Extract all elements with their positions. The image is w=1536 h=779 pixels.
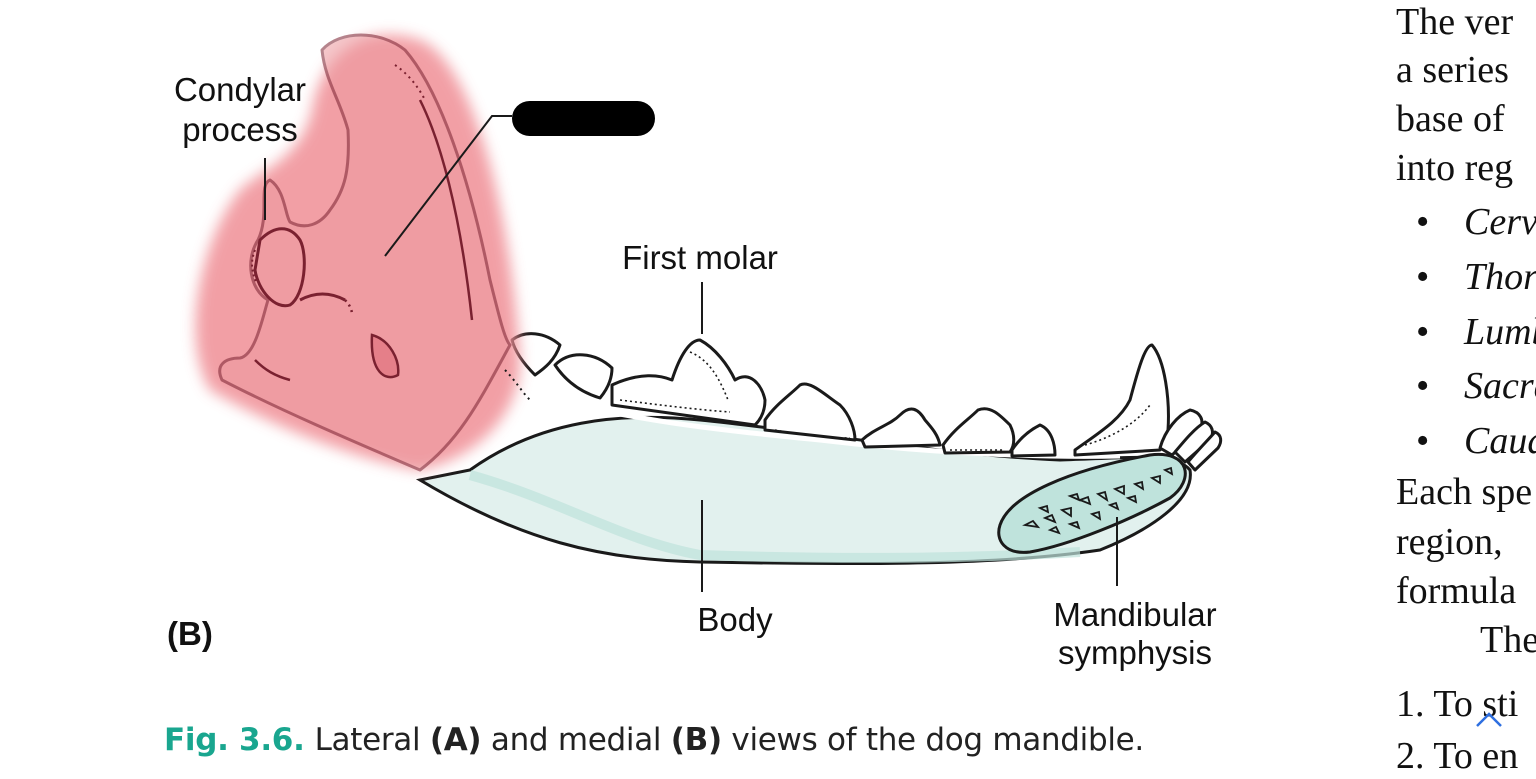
- numbered-item: 1. To sti: [1396, 682, 1518, 726]
- side-text-column: The ver a series base of into reg • Cervi…: [1380, 0, 1536, 779]
- bullet-dot: •: [1416, 365, 1430, 407]
- bullet-dot: •: [1416, 311, 1430, 353]
- bullet-text: Lumb: [1464, 311, 1536, 353]
- ramus: [195, 33, 531, 472]
- item-number: 2.: [1396, 735, 1425, 777]
- redacted-label: [512, 101, 655, 136]
- label-condylar-line2: process: [182, 111, 298, 148]
- side-line: region,: [1396, 521, 1503, 563]
- item-text: To sti: [1433, 683, 1519, 725]
- side-line: base of: [1396, 98, 1505, 140]
- leader-redacted: [384, 115, 512, 257]
- item-number: 1.: [1396, 683, 1425, 725]
- caption-bold-a: (A): [429, 722, 482, 758]
- panel-label: (B): [167, 615, 213, 652]
- bullet-dot: •: [1416, 201, 1430, 243]
- side-line: into reg: [1396, 147, 1514, 189]
- bullet-text: Cervi: [1464, 201, 1536, 243]
- bullet-text: Sacra: [1464, 365, 1536, 407]
- label-mandibular-symphysis: Mandibular symphysis: [1030, 596, 1240, 672]
- label-mandibular-line1: Mandibular: [1053, 596, 1217, 633]
- bullet-text: Caud: [1464, 420, 1536, 462]
- numbered-item: 2. To en: [1396, 734, 1518, 778]
- label-condylar-process: Condylar process: [150, 70, 330, 150]
- bullet-dot: •: [1416, 256, 1430, 298]
- caption-part2: and medial: [481, 722, 671, 758]
- bullet-text: Thora: [1464, 256, 1536, 298]
- label-mandibular-line2: symphysis: [1057, 634, 1213, 671]
- figure-caption: Fig. 3.6.Lateral (A) and medial (B) view…: [164, 722, 1144, 758]
- side-line: Each spe: [1396, 471, 1533, 513]
- side-line: formula: [1396, 570, 1517, 612]
- figure: Condylar process First molar Body Mandib…: [150, 33, 1240, 758]
- caption-bold-b: (B): [670, 722, 722, 758]
- label-first-molar: First molar: [622, 239, 778, 276]
- label-body: Body: [697, 601, 773, 638]
- side-line: The ver: [1396, 1, 1514, 43]
- side-line: a series: [1396, 49, 1509, 91]
- bullet-dot: •: [1416, 420, 1430, 462]
- chevron-up-icon[interactable]: [1474, 708, 1504, 730]
- label-condylar-line1: Condylar: [173, 71, 307, 108]
- side-line: The: [1480, 619, 1536, 661]
- item-text: To en: [1433, 735, 1519, 777]
- figure-number: Fig. 3.6.: [164, 722, 305, 758]
- caption-part1: Lateral: [314, 722, 430, 758]
- caption-part3: views of the dog mandible.: [721, 722, 1144, 758]
- mandible-illustration: [195, 33, 1223, 592]
- mandibular-symphysis-shape: [997, 452, 1187, 554]
